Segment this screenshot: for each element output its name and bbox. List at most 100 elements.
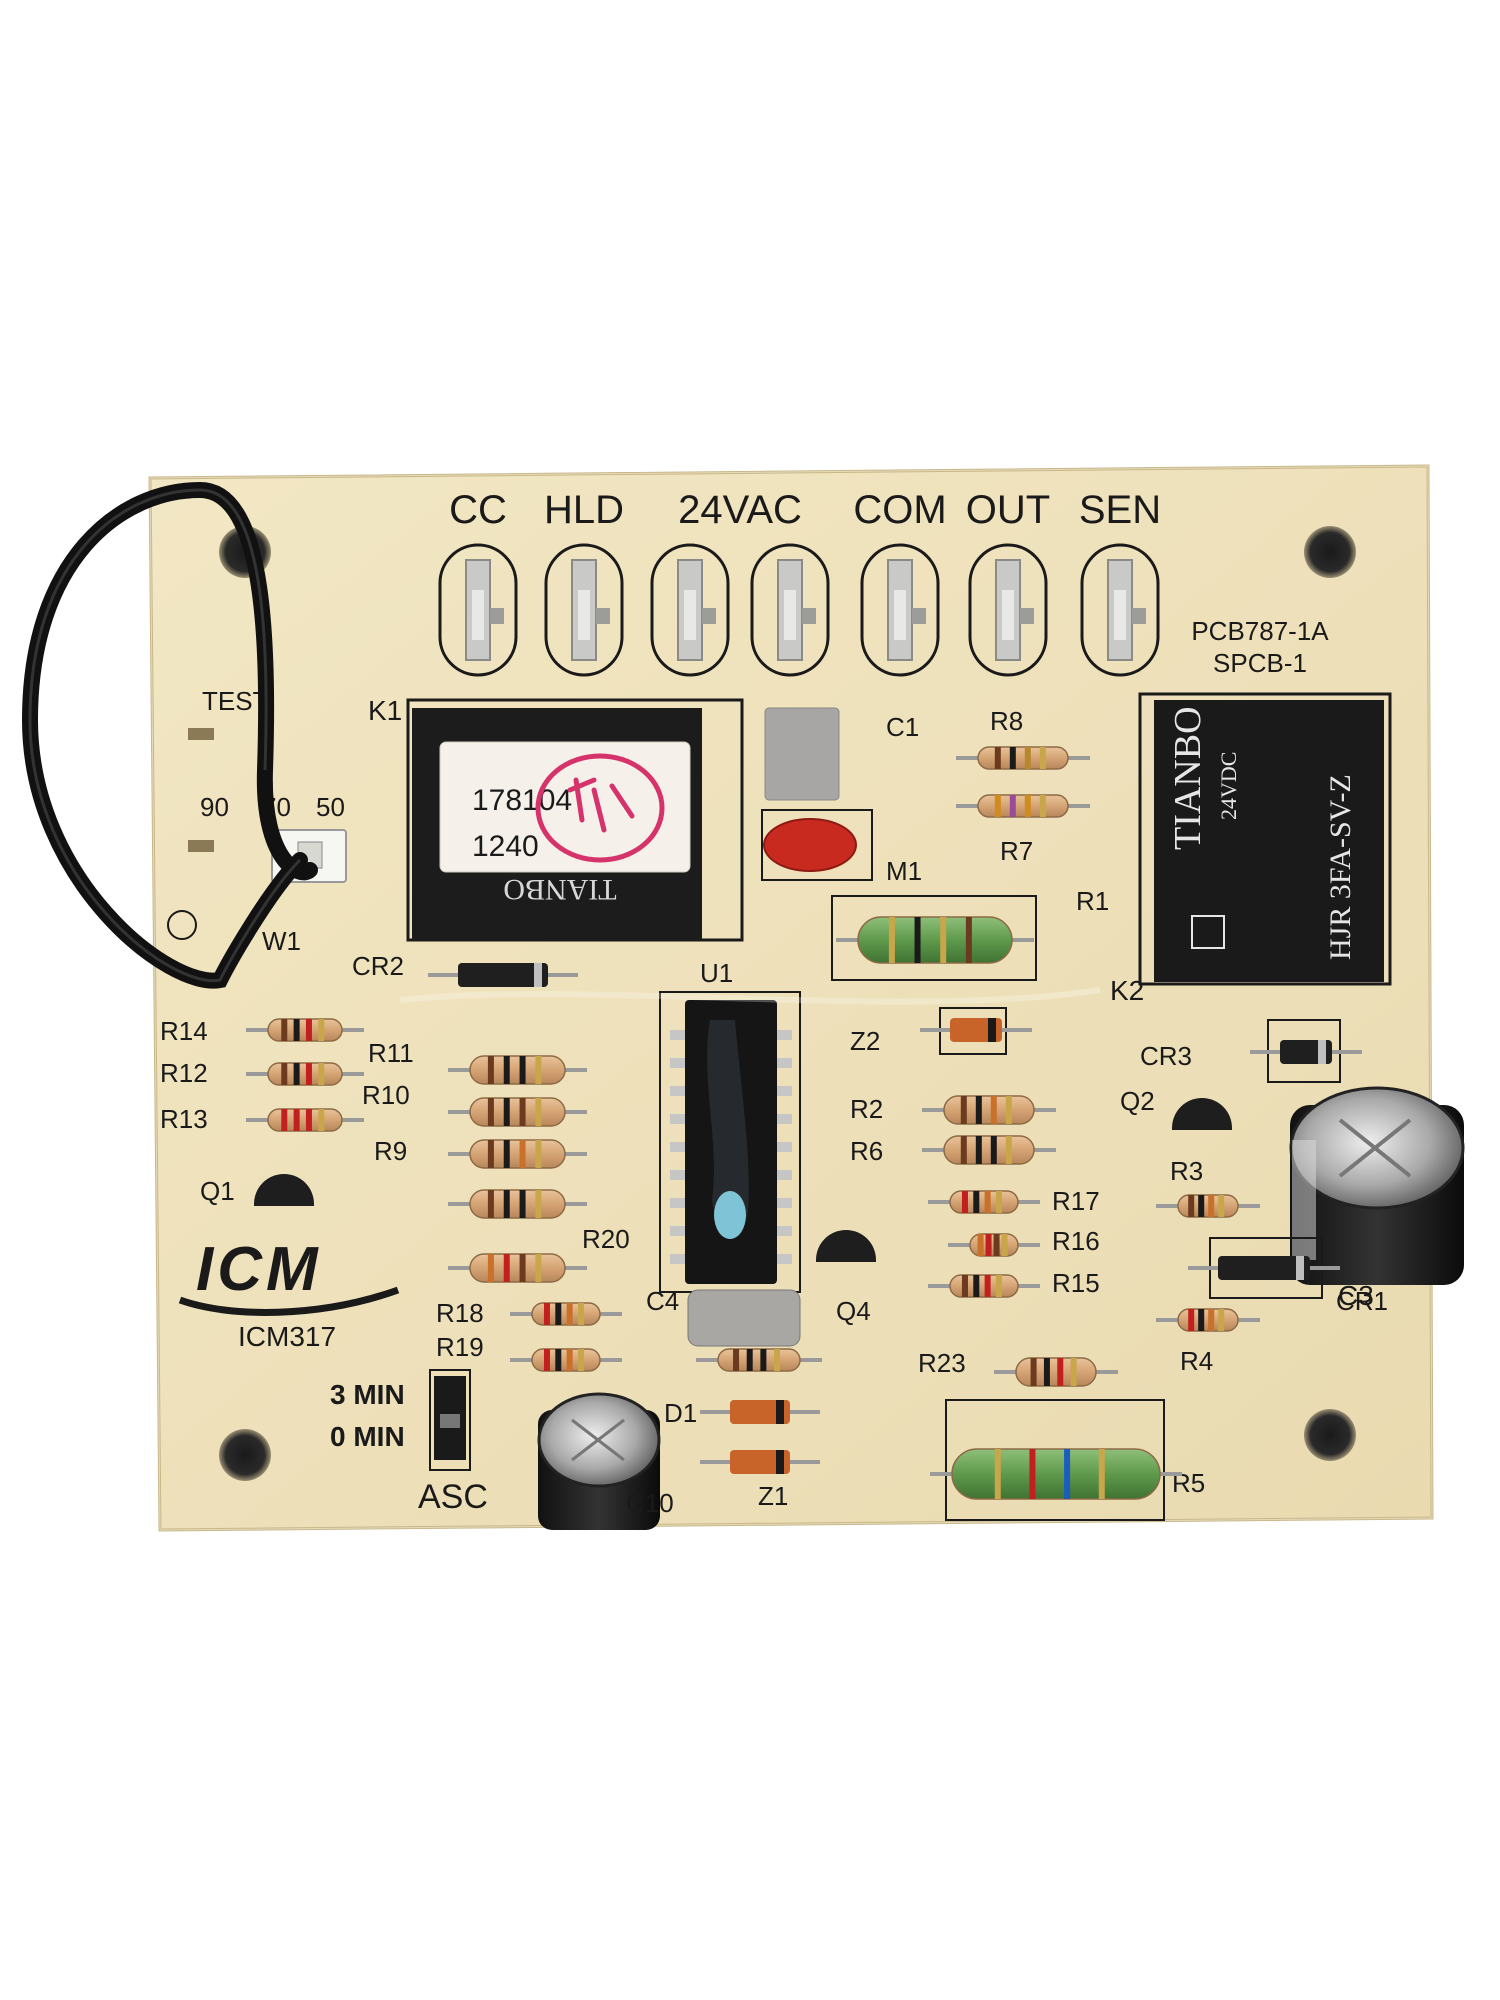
label-0-min: 0 MIN [330,1421,405,1452]
ic-u1: U1 [659,958,801,1293]
sticker-line1: 178104 [472,784,572,817]
relay-k2-brand: TIANBO [1167,706,1209,850]
components-layer [246,746,1362,1500]
spade-terminal[interactable] [968,543,1048,677]
icm-logo: ICM ICM317 [178,1235,400,1352]
resistor [994,1357,1118,1387]
board-part-number: PCB787-1A [1191,616,1329,646]
ref-r2: R2 [850,1094,883,1124]
diode [1188,1256,1340,1280]
ref-r12: R12 [160,1058,208,1088]
resistor [510,1302,622,1326]
resistor [922,1095,1056,1125]
ref-r16: R16 [1052,1226,1100,1256]
terminal-label-cc: CC [449,488,507,532]
label-3-min: 3 MIN [330,1379,405,1410]
relay-k2-rating1: 1/3HP 125VAC [1250,730,1270,850]
diode [700,1450,820,1474]
ref-r8: R8 [990,706,1023,736]
ref-z1: Z1 [758,1481,788,1511]
terminal-label-sen: SEN [1079,488,1161,532]
sticker-line2: 1240 [472,830,539,863]
spade-terminal[interactable] [860,543,940,677]
transistor-q2 [1172,1098,1232,1130]
ref-k2: K2 [1110,975,1144,1006]
ref-r1: R1 [1076,886,1109,916]
ref-w1: W1 [262,926,301,956]
ref-r14: R14 [160,1016,208,1046]
board-sub-part: SPCB-1 [1213,648,1307,678]
resistor [448,1189,587,1219]
resistor [956,746,1090,770]
ref-c1: C1 [886,712,919,742]
terminal-labels: CC HLD 24VAC COM OUT SEN [449,488,1161,532]
sticker [439,741,691,873]
terminal-block [438,543,1160,677]
relay-k1-brand: TIANBO [503,873,616,906]
diode [920,1018,1032,1042]
resistor [928,1274,1040,1298]
terminal-label-com: COM [853,488,946,532]
ref-q2: Q2 [1120,1086,1155,1116]
ref-c4: C4 [646,1286,679,1316]
relay-k2-rating3: 1/2HP 125VAC [1298,730,1318,850]
spade-terminal[interactable] [750,543,830,677]
ref-z2: Z2 [850,1026,880,1056]
tianbo-logo-icon [1191,915,1225,949]
ref-m1: M1 [886,856,922,886]
resistor [448,1097,587,1127]
ref-d1: D1 [664,1398,697,1428]
ref-r11: R11 [368,1038,414,1068]
diode [428,963,578,987]
resistor [448,1055,587,1085]
ref-r18: R18 [436,1298,484,1328]
ref-r9: R9 [374,1136,407,1166]
capacitor-c3 [1289,1086,1465,1285]
ref-cr1: CR1 [1336,1286,1388,1316]
resistor [246,1062,364,1086]
spade-terminal[interactable] [650,543,730,677]
terminal-label-24vac: 24VAC [678,488,802,532]
capacitor-c10 [537,1392,661,1530]
relay-k2-voltage: 24VDC [1216,752,1241,820]
spade-terminal[interactable] [1080,543,1160,677]
ref-r17: R17 [1052,1186,1100,1216]
ref-r7: R7 [1000,836,1033,866]
ref-q4: Q4 [836,1296,871,1326]
label-test: TEST [202,686,269,716]
terminal-label-out: OUT [966,488,1050,532]
resistor [930,1448,1182,1500]
resistor [956,794,1090,818]
resistor [836,916,1034,964]
resistor [448,1139,587,1169]
resistor [1156,1194,1260,1218]
relay-k1: K1 TIANBO 178104 1240 [368,695,744,942]
spade-terminal[interactable] [438,543,518,677]
label-90: 90 [200,792,229,822]
ref-r15: R15 [1052,1268,1100,1298]
ref-r20: R20 [582,1224,630,1254]
spade-terminal[interactable] [544,543,624,677]
capacitor-c1 [764,707,840,801]
diode [700,1400,820,1424]
label-50: 50 [316,792,345,822]
transistor-q1 [254,1174,314,1206]
label-asc: ASC [418,1478,488,1516]
ref-r19: R19 [436,1332,484,1362]
ref-u1: U1 [700,958,733,988]
resistor [448,1253,587,1283]
ref-r4: R4 [1180,1346,1213,1376]
ref-c3: C3 [1338,1280,1374,1311]
resistor [922,1135,1056,1165]
mov-m1 [763,818,857,872]
resistor [928,1190,1040,1214]
ref-r6: R6 [850,1136,883,1166]
relay-k2-model: HJR 3FA-SV-Z [1324,774,1357,960]
ref-cr2: CR2 [352,951,404,981]
relay-k2-rating2: 1/3HP 277VAC [1274,730,1294,850]
ref-r23: R23 [918,1348,966,1378]
resistor [948,1233,1040,1257]
resistor [1156,1308,1260,1332]
resistor [696,1348,822,1372]
